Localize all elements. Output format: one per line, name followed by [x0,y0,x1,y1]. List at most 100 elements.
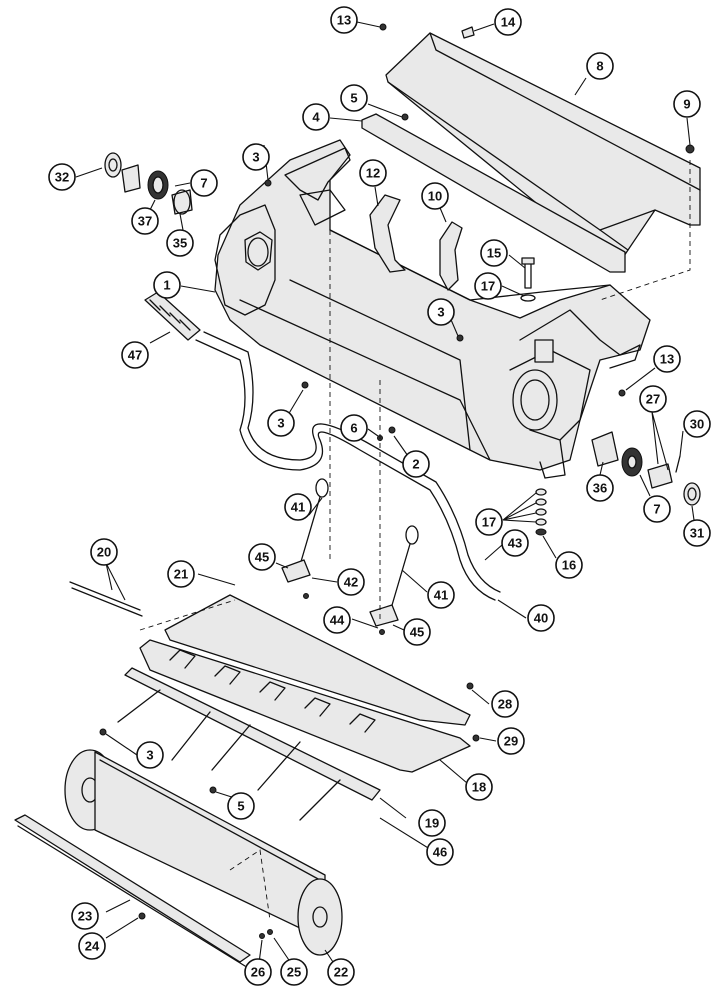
bolt-15 [520,257,536,302]
callout-17-lower: 17 [475,508,503,536]
callout-3-lower: 3 [267,409,295,437]
callout-22: 22 [327,958,355,986]
callout-16: 16 [555,551,583,579]
svg-text:13: 13 [660,352,674,367]
svg-text:29: 29 [504,734,518,749]
svg-text:1: 1 [163,278,170,293]
callout-25: 25 [280,958,308,986]
eye-bolt-41-left [281,478,329,583]
callout-3-upper: 3 [242,143,270,171]
svg-text:43: 43 [508,536,522,551]
callout-5-top: 5 [340,84,368,112]
callout-47: 47 [121,341,149,369]
svg-text:5: 5 [237,799,244,814]
tube-part-47 [144,291,201,341]
svg-text:3: 3 [252,150,259,165]
svg-text:21: 21 [174,567,188,582]
svg-text:36: 36 [593,481,607,496]
callout-31: 31 [683,519,711,547]
rods-part-20 [69,581,143,617]
svg-text:19: 19 [425,816,439,831]
reel-part-22 [64,749,343,956]
callout-17-upper: 17 [474,272,502,300]
svg-text:10: 10 [428,189,442,204]
washer-stack-17 [535,488,547,536]
svg-text:17: 17 [481,279,495,294]
svg-text:28: 28 [498,697,512,712]
svg-text:25: 25 [287,965,301,980]
svg-text:41: 41 [291,500,305,515]
svg-text:37: 37 [138,214,152,229]
eye-bolt-41-right [369,525,419,627]
svg-text:6: 6 [350,421,357,436]
callout-6: 6 [340,414,368,442]
svg-text:12: 12 [366,166,380,181]
callout-20: 20 [90,538,118,566]
callout-4: 4 [302,103,330,131]
callout-46: 46 [426,838,454,866]
callout-8: 8 [586,52,614,80]
svg-text:3: 3 [277,416,284,431]
callout-10: 10 [421,182,449,210]
svg-text:26: 26 [251,965,265,980]
svg-text:40: 40 [534,611,548,626]
callout-5-lower: 5 [227,792,255,820]
svg-text:47: 47 [128,348,142,363]
left-bearing-stack [104,152,193,215]
shield-part-12 [369,194,406,273]
callout-45-right: 45 [403,618,431,646]
callout-2: 2 [402,450,430,478]
callout-41-lower: 41 [427,581,455,609]
svg-text:31: 31 [690,526,704,541]
callout-41-upper: 41 [284,493,312,521]
callout-7-left: 7 [190,169,218,197]
svg-text:17: 17 [482,515,496,530]
svg-text:7: 7 [200,176,207,191]
svg-text:16: 16 [562,558,576,573]
svg-text:30: 30 [690,417,704,432]
svg-text:2: 2 [412,457,419,472]
comb-assembly-part-18 [139,639,471,773]
shield-part-10 [439,221,463,291]
svg-text:3: 3 [437,305,444,320]
callout-35: 35 [166,229,194,257]
svg-text:42: 42 [344,575,358,590]
svg-text:5: 5 [350,91,357,106]
plate-part-21 [164,594,471,726]
callout-29: 29 [497,727,525,755]
svg-text:7: 7 [653,502,660,517]
callout-9: 9 [673,90,701,118]
callout-30: 30 [683,410,711,438]
callout-1: 1 [153,271,181,299]
callout-15: 15 [480,239,508,267]
svg-text:27: 27 [646,392,660,407]
svg-text:23: 23 [78,909,92,924]
callout-3-comb: 3 [136,741,164,769]
callout-27: 27 [639,385,667,413]
callout-13-top: 13 [330,6,358,34]
svg-text:3: 3 [146,748,153,763]
svg-text:44: 44 [330,613,345,628]
alignment-lines [139,160,691,921]
callout-43: 43 [501,529,529,557]
bent-rod-part-40 [195,331,501,601]
svg-text:14: 14 [501,15,516,30]
callout-3-middle: 3 [427,298,455,326]
callout-18: 18 [465,773,493,801]
right-bearing-stack [591,431,701,506]
svg-text:13: 13 [337,13,351,28]
svg-text:45: 45 [410,625,424,640]
callout-37: 37 [131,207,159,235]
svg-text:15: 15 [487,246,501,261]
svg-text:24: 24 [85,939,100,954]
callout-26: 26 [244,958,272,986]
callout-7-right: 7 [643,495,671,523]
callout-45-left: 45 [248,543,276,571]
callout-19: 19 [418,809,446,837]
callout-42: 42 [337,568,365,596]
top-angle-part-8 [385,32,701,263]
callout-23: 23 [71,902,99,930]
strip-part-4 [361,113,626,273]
